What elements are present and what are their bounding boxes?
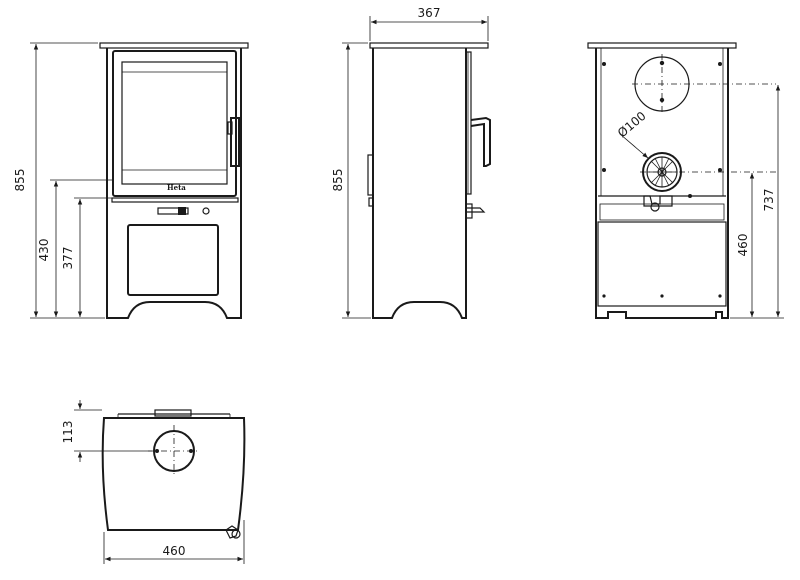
dim-front-door-bottom: 430 [37, 239, 51, 262]
front-view: Heta 855 430 377 [13, 42, 249, 319]
back-body-outline [595, 48, 729, 319]
dim-top-offset: 113 [61, 421, 75, 444]
dim-line-back-diameter [619, 133, 649, 159]
back-lower-panel [597, 221, 727, 307]
back-top-plate [587, 42, 737, 49]
top-rear-tab [154, 409, 192, 417]
dim-back-top-outlet: 737 [762, 189, 776, 212]
front-top-plate [99, 42, 249, 49]
top-plate-outline [101, 417, 246, 531]
brand-logo: Heta [167, 183, 186, 192]
dim-back-diameter: Ø100 [615, 109, 649, 141]
side-top-plate [369, 42, 489, 49]
air-control-slider [157, 207, 189, 215]
back-spigot-bracket [643, 195, 673, 207]
air-control-knob [202, 207, 210, 215]
front-door [112, 50, 237, 197]
side-rear-spigot [367, 154, 374, 196]
front-body-outline [106, 48, 242, 319]
dim-front-handle: 377 [61, 247, 75, 270]
front-storage-door [127, 224, 219, 296]
dim-back-rear-outlet: 460 [736, 234, 750, 257]
front-door-handle [230, 117, 240, 167]
dim-front-total-height: 855 [13, 169, 27, 192]
side-door-profile [465, 51, 472, 195]
top-door-handle [225, 525, 239, 539]
dim-side-depth: 367 [418, 6, 441, 20]
side-door-handle [470, 116, 491, 167]
side-view: 367 855 [331, 6, 491, 319]
front-ash-lip [111, 197, 239, 203]
side-body-outline [372, 48, 467, 319]
top-view: 113 460 [61, 400, 246, 564]
back-view: Ø100 737 460 [587, 42, 784, 319]
dim-top-width: 460 [163, 544, 186, 558]
dim-side-total-height: 855 [331, 169, 345, 192]
front-door-glass [121, 61, 228, 185]
